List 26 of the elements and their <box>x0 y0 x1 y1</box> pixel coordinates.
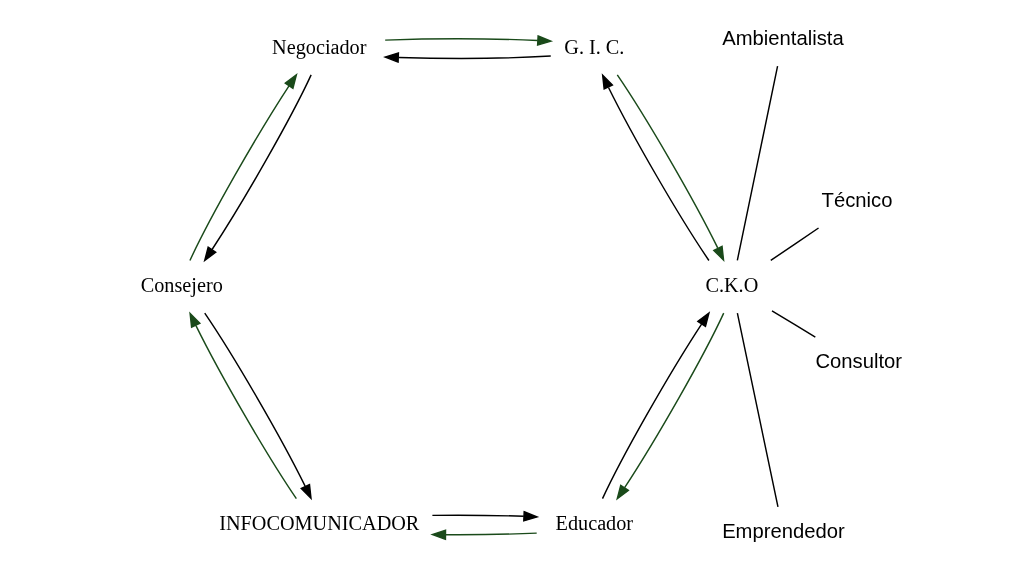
connector <box>736 312 779 508</box>
node-text: Consejero <box>140 274 223 297</box>
connector <box>769 227 819 262</box>
node-text: Negociador <box>271 35 366 58</box>
node-text: Técnico <box>821 189 892 212</box>
node-text: Emprendedor <box>721 520 845 543</box>
node-text: Ambientalista <box>721 27 844 50</box>
arrow <box>429 529 537 541</box>
arrow <box>615 312 724 501</box>
node-text: C.K.O <box>704 274 758 297</box>
arrow <box>601 311 710 500</box>
node-text: G. I. C. <box>563 35 624 58</box>
node-text: INFOCOMUNICADOR <box>218 512 419 535</box>
arrow <box>383 34 553 47</box>
node-text: Consultor <box>814 350 902 373</box>
arrow <box>616 74 724 263</box>
node-text: Educador <box>555 512 633 535</box>
arrow <box>188 311 297 500</box>
arrow <box>382 51 551 64</box>
arrow <box>203 312 312 501</box>
connector <box>770 310 816 338</box>
arrow <box>601 73 710 262</box>
connector <box>736 65 778 262</box>
arrow <box>188 73 298 262</box>
arrow <box>203 74 312 263</box>
arrow <box>431 510 539 522</box>
